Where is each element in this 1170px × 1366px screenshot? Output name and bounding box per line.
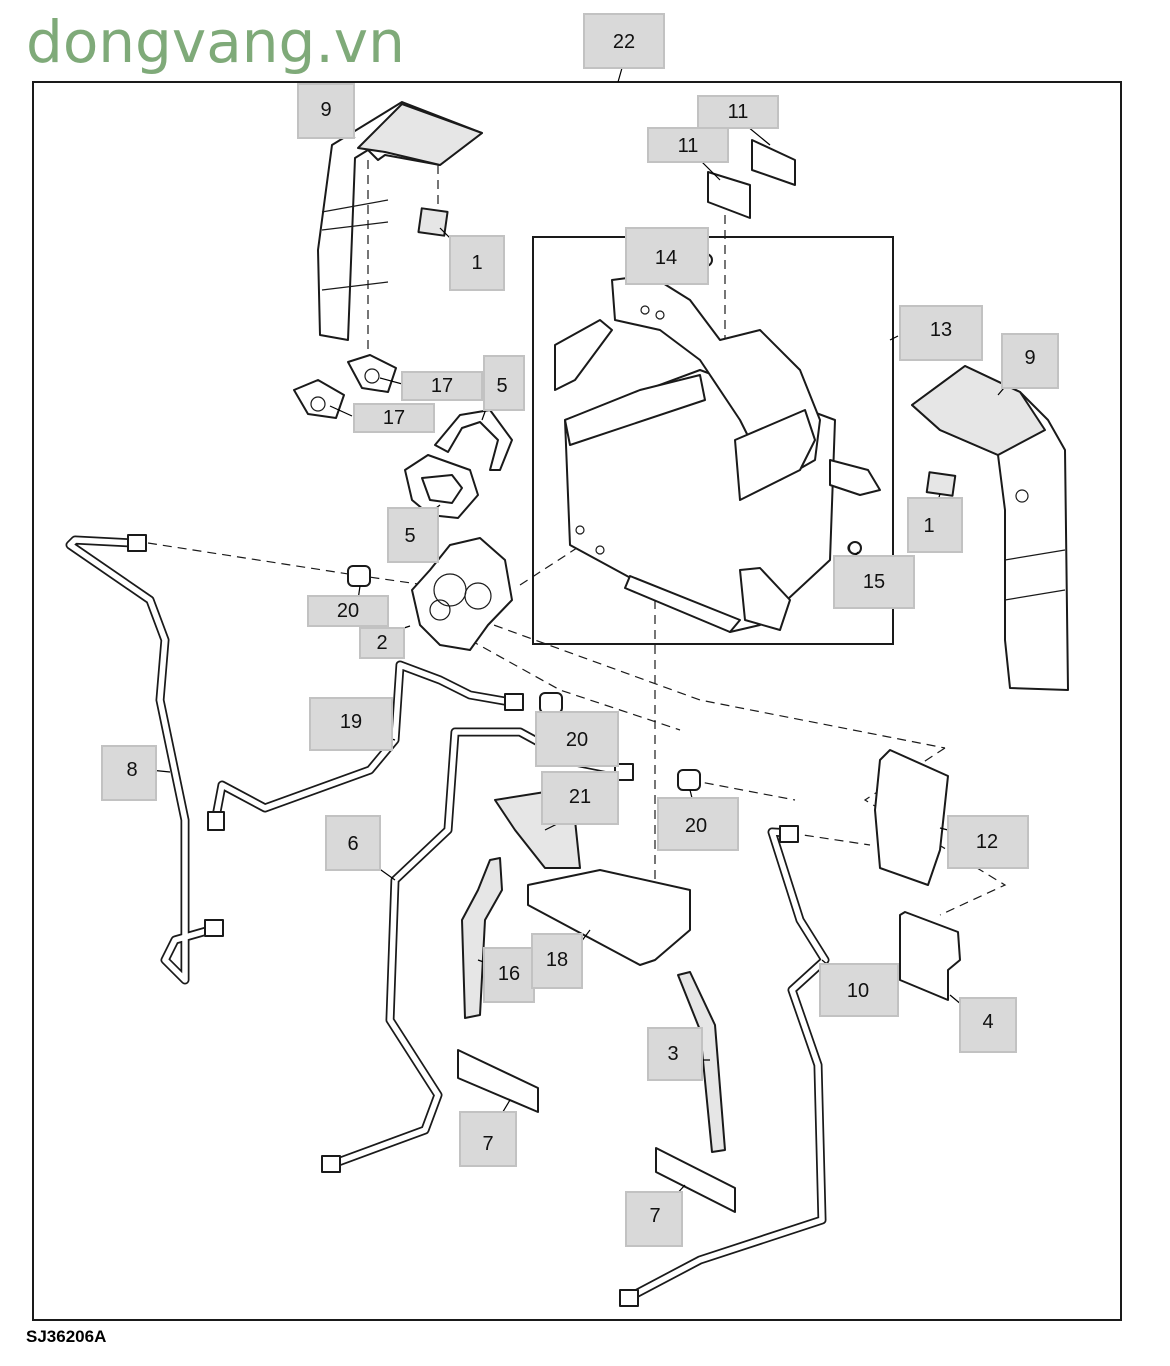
bracket-part <box>899 911 961 1001</box>
svg-text:7: 7 <box>649 1205 660 1227</box>
callout-14: 14 <box>625 227 709 285</box>
clamp-hole <box>310 396 326 412</box>
svg-text:14: 14 <box>655 247 677 269</box>
svg-text:4: 4 <box>982 1011 993 1033</box>
bolt-part <box>848 541 862 555</box>
callout-5-upper: 5 <box>483 355 525 411</box>
tube-8 <box>65 535 215 985</box>
callout-6: 6 <box>325 815 381 871</box>
svg-text:1: 1 <box>923 515 934 537</box>
svg-text:17: 17 <box>383 407 405 429</box>
fitting-part <box>539 692 563 714</box>
svg-text:19: 19 <box>340 711 362 733</box>
strap-part <box>404 454 479 519</box>
callout-5-lower: 5 <box>387 507 439 563</box>
nut-part <box>127 534 147 552</box>
svg-text:5: 5 <box>496 375 507 397</box>
nut-part <box>204 919 224 937</box>
pad-part <box>457 1049 539 1113</box>
callout-4: 4 <box>959 997 1017 1053</box>
callout-20-mid: 20 <box>535 711 619 767</box>
nut-part <box>504 693 524 711</box>
callout-15: 15 <box>833 555 915 609</box>
shield-left-part <box>317 101 483 341</box>
bracket-part <box>874 749 949 886</box>
svg-text:22: 22 <box>613 31 635 53</box>
svg-text:17: 17 <box>431 375 453 397</box>
callout-22: 22 <box>583 13 665 69</box>
callout-1-right: 1 <box>907 497 963 553</box>
callout-12: 12 <box>947 815 1029 869</box>
svg-text:20: 20 <box>685 815 707 837</box>
inset-frame <box>532 236 894 645</box>
plate-part <box>707 171 751 219</box>
callout-8: 8 <box>101 745 157 801</box>
clamp-part <box>293 379 345 419</box>
callout-18: 18 <box>531 933 583 989</box>
svg-text:11: 11 <box>728 101 749 123</box>
svg-text:12: 12 <box>976 831 998 853</box>
svg-text:10: 10 <box>847 980 869 1002</box>
svg-text:20: 20 <box>566 729 588 751</box>
clamp-hole <box>364 368 380 384</box>
nut-part <box>207 811 225 831</box>
pad-part <box>655 1147 736 1213</box>
pad-part <box>925 471 957 497</box>
fitting-part <box>677 769 701 791</box>
strap-part <box>461 857 503 1019</box>
callout-2: 2 <box>359 627 405 659</box>
svg-text:20: 20 <box>337 600 359 622</box>
main-bracket-part <box>554 255 881 633</box>
clamp-part <box>347 354 397 393</box>
callout-17-upper: 17 <box>401 371 483 401</box>
callout-11-lower: 11 <box>647 127 729 163</box>
callout-7-left: 7 <box>459 1111 517 1167</box>
svg-text:18: 18 <box>546 949 568 971</box>
figure-id: SJ36206A <box>26 1327 107 1346</box>
strap-part <box>434 409 513 471</box>
fitting-part <box>347 565 371 587</box>
callout-7-right: 7 <box>625 1191 683 1247</box>
nut-part <box>779 825 799 843</box>
svg-text:8: 8 <box>126 759 137 781</box>
svg-text:1: 1 <box>471 252 482 274</box>
callout-16: 16 <box>483 947 535 1003</box>
nut-part <box>619 1289 639 1307</box>
callout-11-top: 11 <box>697 95 779 129</box>
leader-lines <box>149 67 1016 1211</box>
tube-10 <box>623 827 830 1303</box>
callout-20-right: 20 <box>657 797 739 851</box>
callout-10: 10 <box>819 963 899 1017</box>
svg-text:13: 13 <box>930 319 952 341</box>
svg-text:3: 3 <box>667 1043 678 1065</box>
svg-text:16: 16 <box>498 963 520 985</box>
svg-text:15: 15 <box>863 571 885 593</box>
svg-text:21: 21 <box>569 786 591 808</box>
svg-text:9: 9 <box>1024 347 1035 369</box>
callout-21: 21 <box>541 771 619 825</box>
svg-text:6: 6 <box>347 833 358 855</box>
filter-head-part <box>411 537 513 651</box>
callout-3: 3 <box>647 1027 703 1081</box>
callout-20-left: 20 <box>307 595 389 627</box>
callout-9-right: 9 <box>1001 333 1059 389</box>
svg-text:2: 2 <box>376 632 387 654</box>
svg-text:11: 11 <box>678 135 699 157</box>
svg-text:5: 5 <box>404 525 415 547</box>
svg-text:7: 7 <box>482 1133 493 1155</box>
callout-9-left: 9 <box>297 83 355 139</box>
callout-17-lower: 17 <box>353 403 435 433</box>
plate-part <box>751 139 796 186</box>
svg-text:9: 9 <box>320 99 331 121</box>
nut-part <box>321 1155 341 1173</box>
plate-part <box>527 869 691 966</box>
diagram-frame <box>32 81 1122 1321</box>
callout-13: 13 <box>899 305 983 361</box>
callout-1-left: 1 <box>449 235 505 291</box>
callout-19: 19 <box>309 697 393 751</box>
watermark-text: dongvang.vn <box>26 8 405 76</box>
